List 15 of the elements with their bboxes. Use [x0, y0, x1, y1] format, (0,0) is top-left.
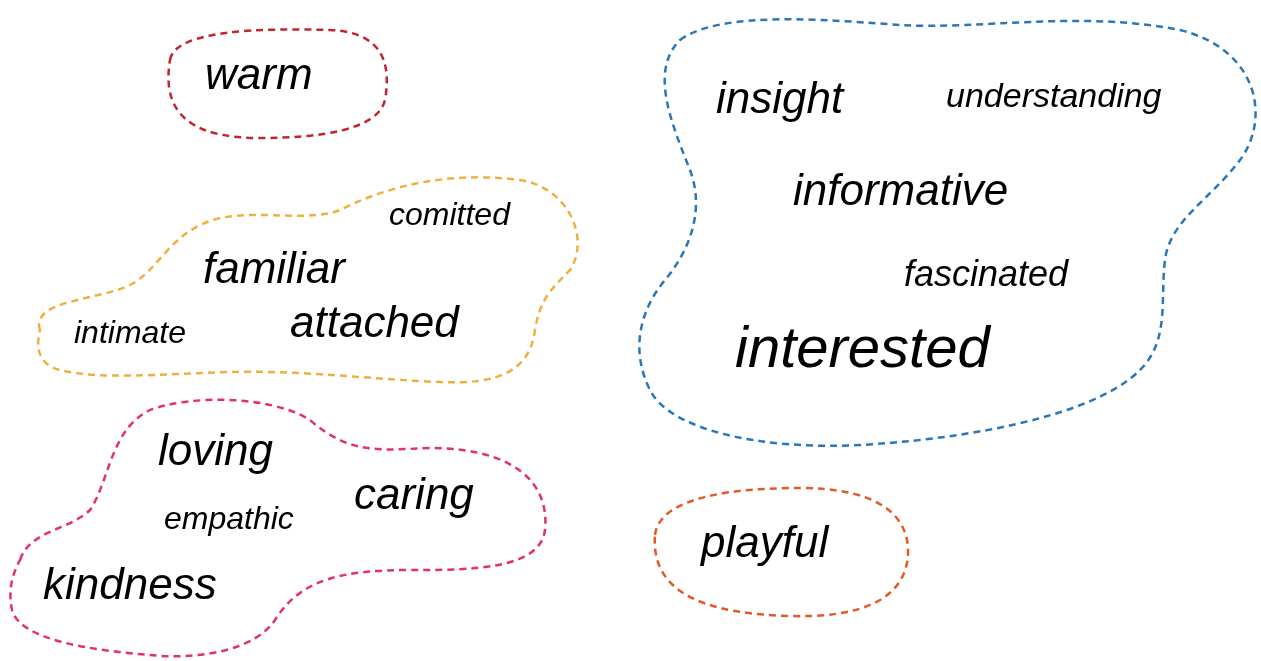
word-label: loving: [158, 428, 273, 472]
word-label: attached: [290, 300, 459, 344]
word-label: fascinated: [904, 256, 1069, 292]
word-label: understanding: [946, 78, 1162, 112]
word-label: insight: [716, 76, 844, 120]
word-label: playful: [701, 520, 829, 564]
word-label: intimate: [74, 316, 187, 348]
word-label: comitted: [389, 198, 510, 230]
word-label: informative: [793, 168, 1009, 212]
word-label: familiar: [203, 246, 345, 290]
word-label: warm: [205, 52, 313, 96]
word-label: empathic: [164, 502, 294, 534]
word-label: interested: [735, 318, 990, 376]
word-label: caring: [354, 472, 474, 516]
word-label: kindness: [43, 562, 217, 606]
